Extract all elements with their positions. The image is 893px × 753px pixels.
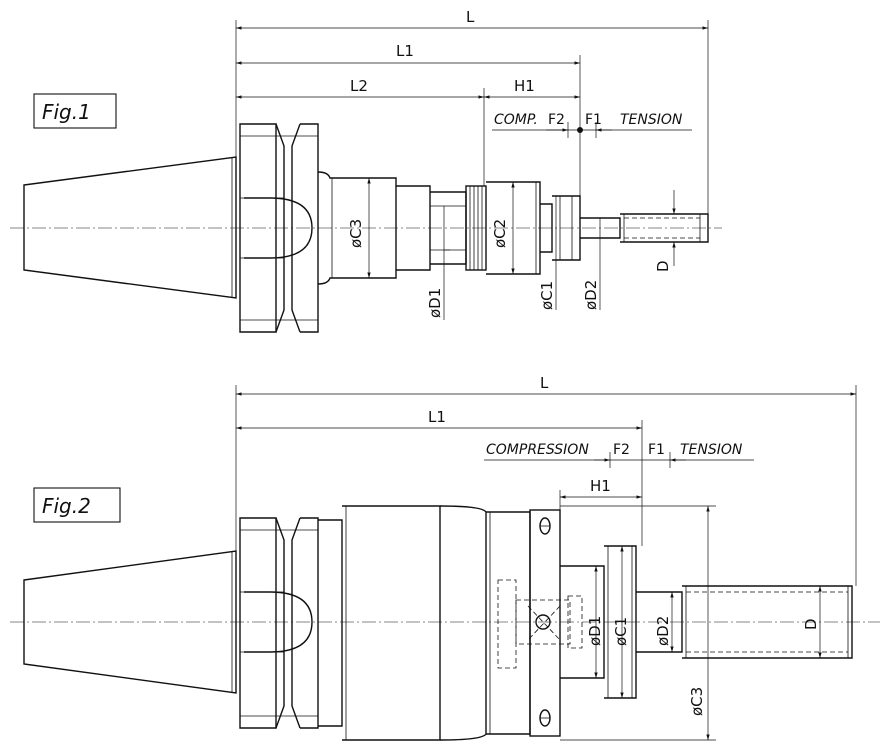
fig1-label-F2: F2: [548, 112, 565, 128]
fig2-dim-C1: øC1: [612, 617, 630, 646]
fig1-dim-C1: øC1: [538, 281, 556, 310]
fig1-label-F1: F1: [585, 112, 602, 128]
fig1-dim-C2: øC2: [491, 219, 509, 248]
fig1-threaded-end: [620, 213, 709, 243]
fig2-label-compression: COMPRESSION: [486, 442, 589, 458]
fig1-drawing: Fig.1: [10, 8, 722, 333]
fig1-drive-slot: [244, 197, 313, 259]
fig2-dim-L1: L1: [428, 408, 446, 426]
fig1-dim-D2: øD2: [582, 280, 600, 310]
fig1-shank: [317, 171, 397, 285]
fig2-flange: [239, 517, 277, 729]
fig1-dim-H1: H1: [514, 77, 535, 95]
fig1-adapter: [552, 195, 581, 261]
fig1-dim-L1: L1: [396, 42, 414, 60]
fig2-threaded-end: [682, 585, 853, 659]
fig2-label-F2: F2: [613, 442, 630, 458]
fig1-label-box: [33, 93, 117, 129]
fig2-label-box: [33, 487, 121, 523]
fig1-label-comp: COMP.: [494, 112, 538, 128]
fig2-collar: [318, 519, 343, 727]
fig2-dim-D2: øD2: [654, 616, 672, 646]
fig1-dim-L2: L2: [350, 77, 368, 95]
fig2-dim-D: D: [802, 618, 820, 630]
fig2-adapter: [604, 545, 637, 699]
fig2-dim-H1: H1: [590, 477, 611, 495]
fig1-label-tension: TENSION: [620, 112, 683, 128]
fig1-taper: [23, 156, 237, 299]
fig1-knurled-nut: [465, 185, 487, 271]
fig2-label-F1: F1: [648, 442, 665, 458]
fig2-label-tension: TENSION: [680, 442, 743, 458]
fig1-dim-D: D: [654, 260, 672, 272]
fig2-taper: [23, 550, 237, 694]
fig2-drive-slot: [244, 591, 313, 653]
fig1-dim-D1: øD1: [426, 288, 444, 318]
fig1-dim-C3: øC3: [347, 219, 365, 248]
fig2-front-plate: [529, 509, 561, 737]
fig1-title: Fig.1: [42, 100, 91, 124]
fig2-body: [342, 505, 441, 741]
fig1-reference-point: [577, 127, 583, 133]
fig2-dim-D1: øD1: [586, 616, 604, 646]
fig2-drawing: Fig.2: [10, 374, 880, 741]
fig1-dim-L: L: [466, 8, 475, 26]
fig2-center-pin: [535, 614, 551, 630]
fig2-dim-C3: øC3: [688, 687, 706, 716]
fig2-title: Fig.2: [42, 494, 91, 518]
fig2-dim-L: L: [540, 374, 549, 392]
